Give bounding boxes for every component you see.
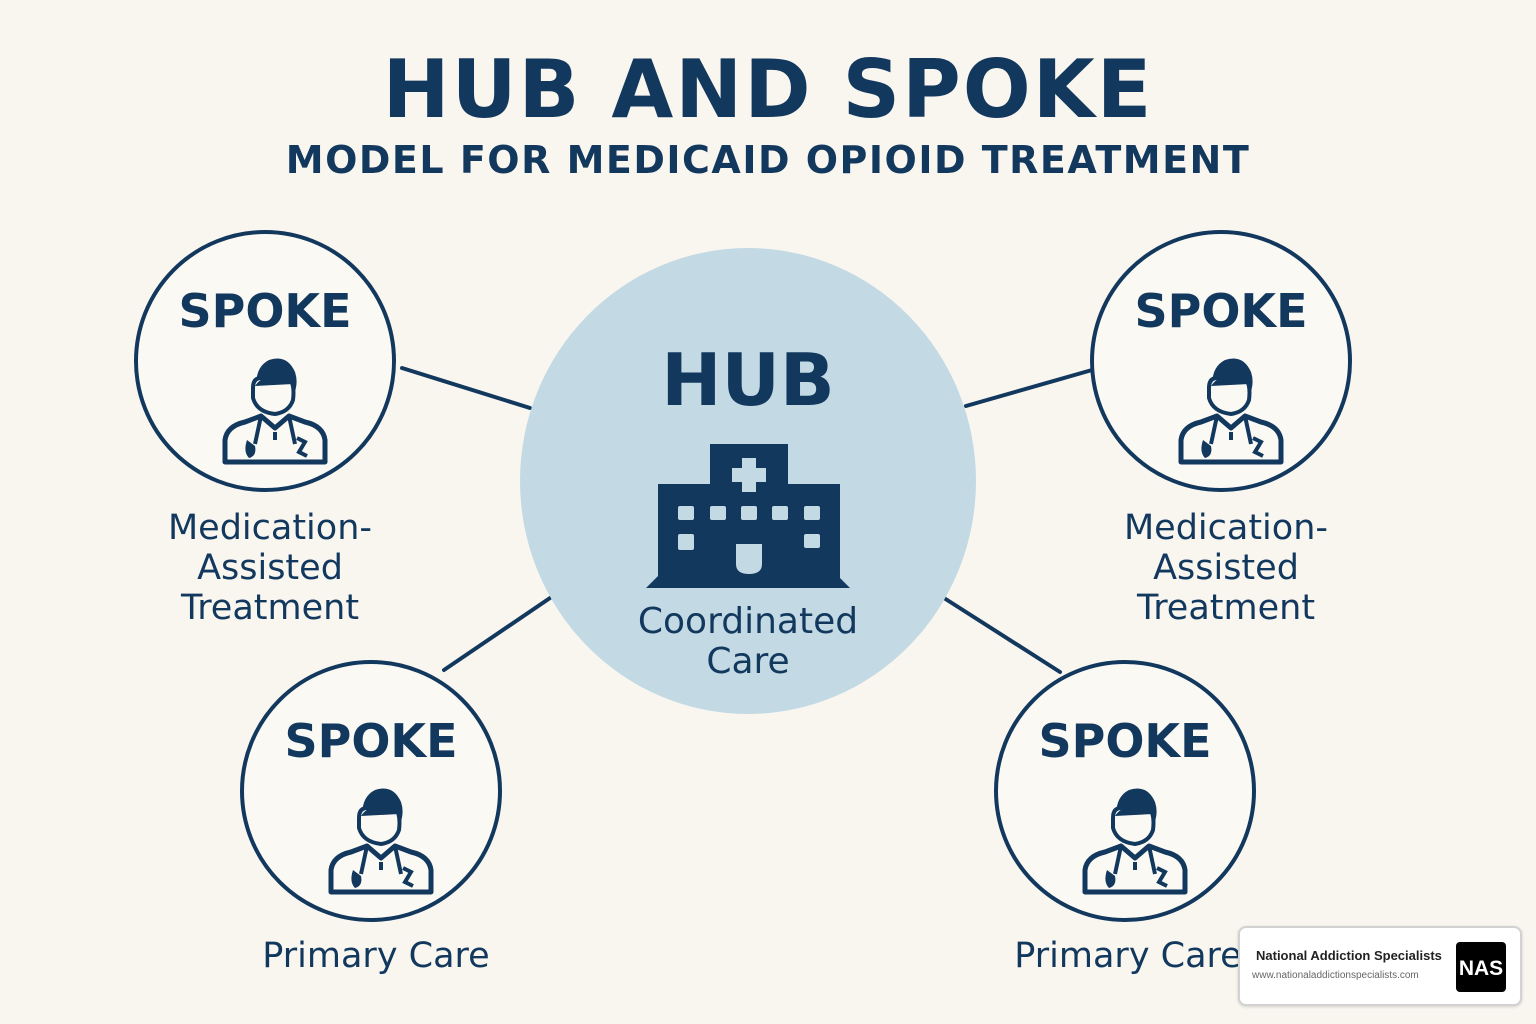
hub-node: HUB Coordinated Care <box>520 248 976 714</box>
doctor-icon <box>1175 344 1287 466</box>
hub-title: HUB <box>661 338 835 422</box>
diagram-title: HUB AND SPOKE <box>382 43 1154 136</box>
spoke-label-bottom-right: Primary Care <box>1014 936 1242 976</box>
spoke-label-bottom-left: Primary Care <box>262 936 490 976</box>
doctor-icon <box>219 344 331 466</box>
spoke-node-bottom-right: SPOKE <box>994 660 1256 922</box>
watermark-url: www.nationaladdictionspecialists.com <box>1252 970 1419 981</box>
connector-bottom-right <box>942 596 1062 674</box>
spoke-node-top-left: SPOKE <box>134 230 396 492</box>
doctor-icon <box>1079 774 1191 896</box>
hospital-icon <box>646 444 850 588</box>
spoke-title: SPOKE <box>178 284 352 338</box>
spoke-node-top-right: SPOKE <box>1090 230 1352 492</box>
spoke-node-bottom-left: SPOKE <box>240 660 502 922</box>
watermark-badge: National Addiction Specialists www.natio… <box>1238 926 1522 1006</box>
spoke-title: SPOKE <box>1134 284 1308 338</box>
hub-caption: Coordinated Care <box>637 601 859 682</box>
spoke-label-top-right: Medication- Assisted Treatment <box>1123 508 1329 628</box>
doctor-icon <box>325 774 437 896</box>
diagram-subtitle: MODEL FOR MEDICAID OPIOID TREATMENT <box>285 138 1251 182</box>
spoke-title: SPOKE <box>1038 714 1212 768</box>
spoke-label-top-left: Medication- Assisted Treatment <box>167 508 373 628</box>
connector-top-right <box>964 368 1094 408</box>
nas-logo: NAS <box>1456 942 1506 992</box>
spoke-title: SPOKE <box>284 714 458 768</box>
connector-bottom-left <box>442 596 552 672</box>
watermark-name: National Addiction Specialists <box>1256 948 1442 963</box>
connector-top-left <box>400 366 532 410</box>
svg-text:NAS: NAS <box>1459 957 1503 980</box>
